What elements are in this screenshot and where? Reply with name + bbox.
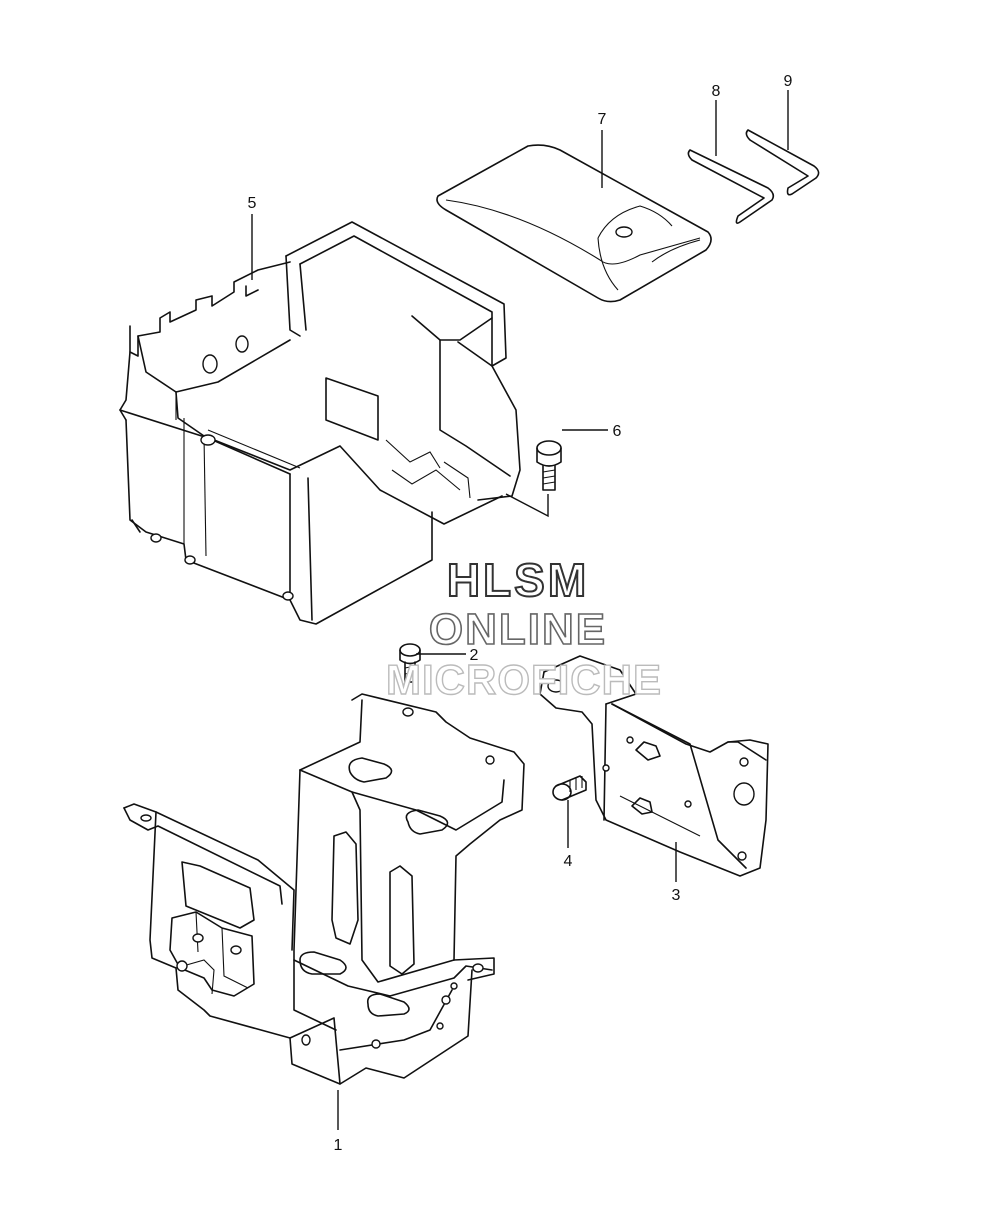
- part-5-battery-box[interactable]: [119, 221, 521, 625]
- leader-lines: [251, 90, 789, 1130]
- callout-7: 7: [598, 111, 607, 128]
- callout-4: 4: [564, 853, 573, 870]
- part-6-bolt[interactable]: [536, 440, 562, 491]
- watermark-line-3: MICROFICHE: [386, 656, 662, 703]
- part-9-hex-key[interactable]: [745, 129, 820, 196]
- watermark-line-2: ONLINE: [429, 605, 607, 654]
- callout-numbers: 1 2 3 4 5 6 7 8 9: [248, 73, 793, 1154]
- leader-6-bracket: [505, 493, 549, 518]
- watermark-line-1: HLSM: [447, 554, 589, 606]
- callout-1: 1: [334, 1137, 343, 1154]
- part-1-battery-tray[interactable]: [123, 693, 525, 1085]
- callout-3: 3: [672, 887, 681, 904]
- callout-8: 8: [712, 83, 721, 100]
- part-2-bolt[interactable]: [399, 643, 421, 683]
- callout-5: 5: [248, 195, 257, 212]
- watermark: HLSM ONLINE MICROFICHE: [385, 553, 662, 704]
- part-7-cover[interactable]: [436, 144, 712, 303]
- callout-6: 6: [613, 423, 622, 440]
- part-3-bracket[interactable]: [539, 655, 769, 877]
- callout-9: 9: [784, 73, 793, 90]
- part-8-hex-key[interactable]: [687, 149, 775, 224]
- part-4-bolt[interactable]: [552, 775, 587, 801]
- callout-2: 2: [470, 647, 479, 664]
